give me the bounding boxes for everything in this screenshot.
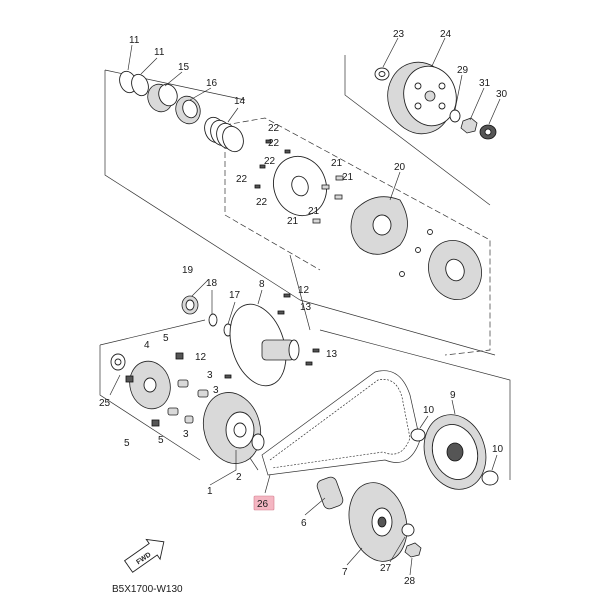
callout-21b: 21: [342, 172, 354, 183]
callout-5b: 5: [124, 438, 130, 449]
part-18-circlip: [208, 313, 218, 327]
part-21-springs: [312, 175, 344, 224]
callout-30: 30: [496, 89, 508, 100]
callout-1: 1: [207, 486, 213, 497]
callout-4: 4: [144, 340, 150, 351]
callout-5a: 5: [163, 333, 169, 344]
callout-13a: 13: [300, 302, 312, 313]
callout-6: 6: [301, 518, 307, 529]
callout-8: 8: [259, 279, 265, 290]
part-15-collar: [147, 83, 178, 113]
part-6-collar: [316, 476, 344, 510]
callout-21c: 21: [308, 206, 320, 217]
callout-3c: 3: [183, 429, 189, 440]
leader-lines: [109, 37, 501, 576]
callout-9: 9: [450, 390, 456, 401]
part-22-pins: [254, 139, 291, 189]
fwd-arrow: FWD: [123, 538, 165, 573]
callout-18: 18: [206, 278, 218, 289]
part-27-washer: [401, 523, 415, 537]
callout-21a: 21: [331, 158, 343, 169]
callout-7: 7: [342, 567, 348, 578]
part-12-13-bolts: [224, 293, 320, 379]
callout-11b: 11: [154, 47, 165, 58]
part-28-nut: [404, 542, 422, 558]
callout-27: 27: [380, 563, 392, 574]
part-25-washer: [110, 353, 126, 371]
part-11-o-rings: [119, 70, 149, 97]
callout-23: 23: [393, 29, 405, 40]
diagram-code: B5X1700-W130: [112, 584, 183, 595]
callout-3a: 3: [207, 370, 213, 381]
callout-28: 28: [404, 576, 416, 587]
part-31-nut: [460, 117, 478, 134]
part-10-washers: [410, 428, 499, 486]
highlight-part-26-label: 26: [257, 499, 269, 510]
v-belt: [261, 370, 421, 476]
part-29-washer: [449, 109, 461, 123]
callout-22d: 22: [236, 174, 248, 185]
callout-31: 31: [479, 78, 491, 89]
part-30-nut: [479, 124, 497, 140]
callout-19: 19: [182, 265, 194, 276]
part-5-sliders: [125, 352, 184, 427]
callout-22e: 22: [256, 197, 268, 208]
secondary-sheave: [399, 229, 482, 300]
part-9-secondary-sheave: [423, 414, 487, 490]
part-23-washer: [374, 67, 390, 81]
callout-16: 16: [206, 78, 218, 89]
callout-10a: 10: [423, 405, 435, 416]
part-4-cam-plate: [129, 360, 171, 410]
callout-13b: 13: [326, 349, 338, 360]
callout-22b: 22: [268, 138, 280, 149]
callout-3b: 3: [213, 385, 219, 396]
callout-22a: 22: [268, 123, 280, 134]
callout-15: 15: [178, 62, 190, 73]
part-24-clutch-housing: [387, 61, 457, 135]
callout-25: 25: [99, 398, 111, 409]
part-7-fan: [348, 482, 408, 562]
part-19-bearing: [181, 295, 199, 315]
callout-11a: 11: [129, 35, 140, 46]
part-14-spring: [204, 116, 244, 153]
part-20-clutch-carrier: [273, 155, 408, 255]
part-8-fixed-sheave: [229, 303, 300, 387]
callout-12b: 12: [195, 352, 207, 363]
callout-29: 29: [457, 65, 469, 76]
callout-17: 17: [229, 290, 241, 301]
highlight-part-26[interactable]: 26: [253, 495, 275, 511]
callout-labels: 11 11 15 16 14 23 24 29 31 30 22 22 22 2…: [99, 29, 508, 587]
callout-21d: 21: [287, 216, 299, 227]
part-2-movable-sheave: [202, 392, 265, 464]
callout-14: 14: [234, 96, 246, 107]
callout-24: 24: [440, 29, 452, 40]
callout-20: 20: [394, 162, 406, 173]
callout-10b: 10: [492, 444, 504, 455]
callout-22c: 22: [264, 156, 276, 167]
callout-5c: 5: [158, 435, 164, 446]
part-16-seal: [175, 95, 201, 125]
part-3-rollers: [167, 379, 209, 424]
callout-2: 2: [236, 472, 242, 483]
callout-12a: 12: [298, 285, 310, 296]
